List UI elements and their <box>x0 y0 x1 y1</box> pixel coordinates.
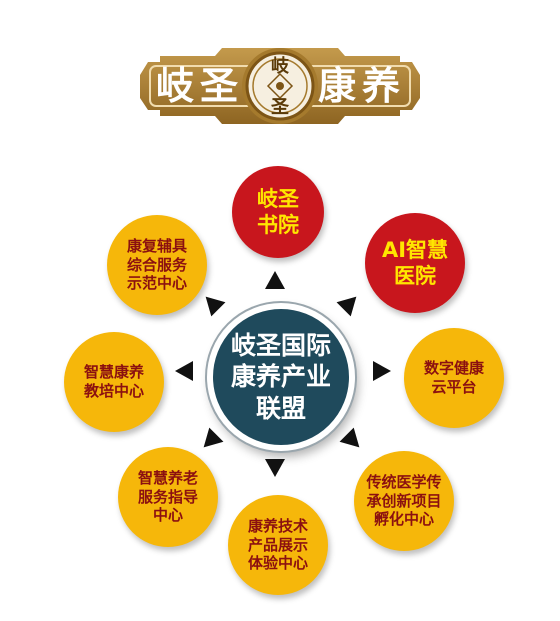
logo-seal-top: 岐 <box>271 55 290 77</box>
arrow-upper-left-icon <box>198 289 226 317</box>
arrow-down-icon <box>265 459 285 477</box>
arrow-lower-right-icon <box>339 427 367 455</box>
brand-logo: 岐 圣 岐圣 康养 <box>140 48 420 124</box>
node-product-center: 康养技术 产品展示 体验中心 <box>228 495 328 595</box>
arrow-left-icon <box>175 361 193 381</box>
node-academy-label: 岐圣 书院 <box>257 186 299 237</box>
node-digital-health-label: 数字健康 云平台 <box>423 359 484 396</box>
node-wellness-training: 智慧康养 教培中心 <box>64 332 164 432</box>
node-product-center-label: 康养技术 产品展示 体验中心 <box>247 516 308 573</box>
arrow-upper-right-icon <box>336 289 364 317</box>
node-ai-hospital-label: AI智慧 医院 <box>381 237 449 288</box>
node-rehab-demo: 康复辅具 综合服务 示范中心 <box>107 215 207 315</box>
node-rehab-demo-label: 康复辅具 综合服务 示范中心 <box>126 236 187 293</box>
node-tcm-incubation-label: 传统医学传 承创新项目 孵化中心 <box>366 472 442 529</box>
logo-right-text: 康养 <box>318 63 406 108</box>
center-node: 岐圣国际 康养产业 联盟 <box>207 303 355 451</box>
node-ai-hospital: AI智慧 医院 <box>365 213 465 313</box>
arrow-right-icon <box>373 361 391 381</box>
node-academy: 岐圣 书院 <box>232 166 324 258</box>
node-digital-health: 数字健康 云平台 <box>404 328 504 428</box>
arrow-up-icon <box>265 271 285 289</box>
arrow-lower-left-icon <box>196 427 224 455</box>
logo-left-text: 岐圣 <box>156 63 244 108</box>
logo-seal-bottom: 圣 <box>270 97 290 118</box>
node-elderly-training: 智慧养老 服务指导 中心 <box>118 447 218 547</box>
node-elderly-training-label: 智慧养老 服务指导 中心 <box>137 468 198 525</box>
center-label: 岐圣国际 康养产业 联盟 <box>230 331 331 423</box>
node-tcm-incubation: 传统医学传 承创新项目 孵化中心 <box>354 451 454 551</box>
node-wellness-training-label: 智慧康养 教培中心 <box>83 363 144 400</box>
